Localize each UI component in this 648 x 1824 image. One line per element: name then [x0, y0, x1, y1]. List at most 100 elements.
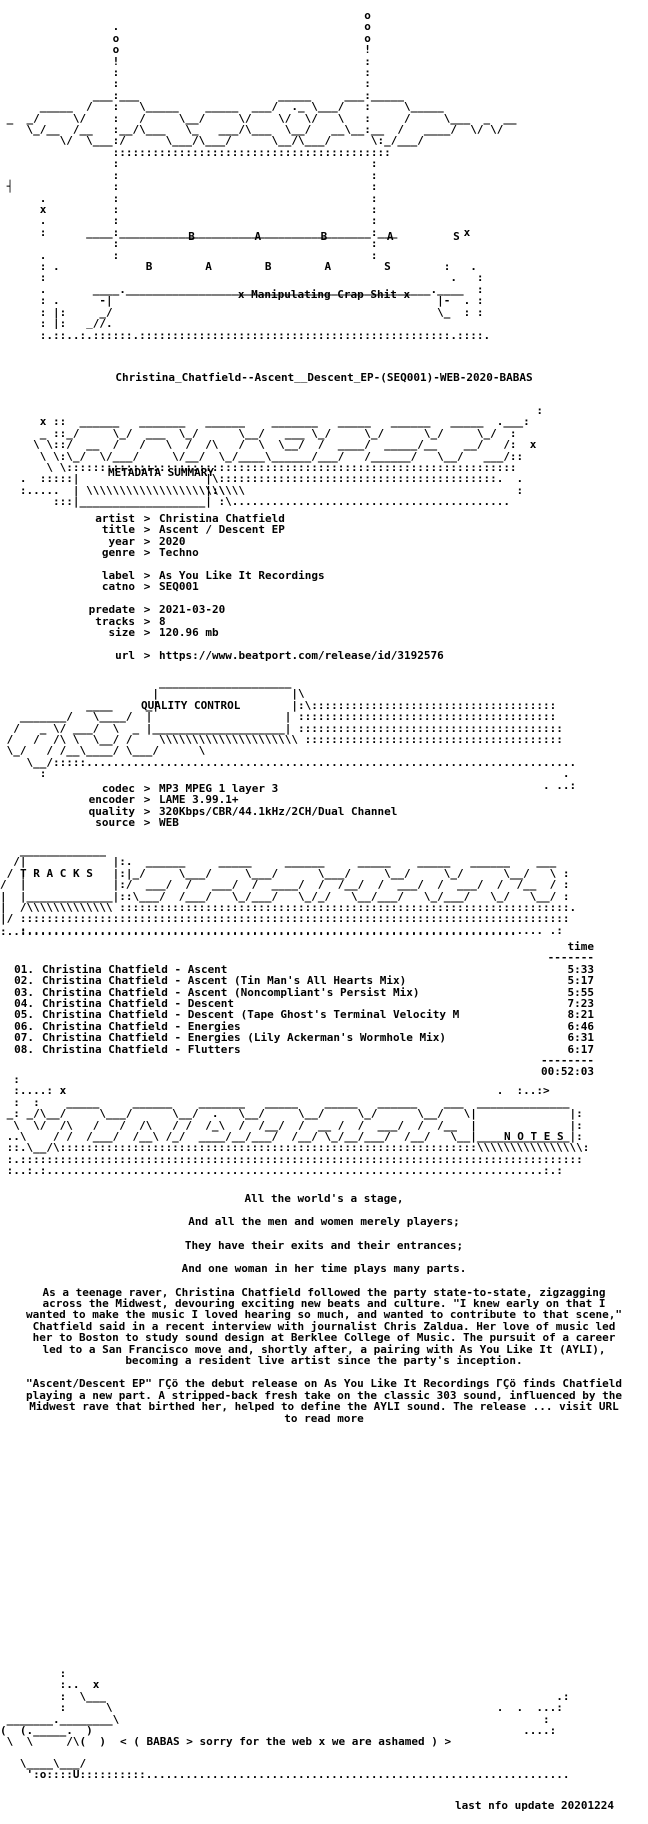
- group-letters: B A B A S: [188, 231, 460, 243]
- metadata-row: catno>SEQ001: [0, 580, 648, 594]
- kv-separator: >: [143, 648, 151, 662]
- track-row: 06. Christina Chatfield - Energies 6:46: [0, 1019, 648, 1033]
- notes-body: All the world's a stage, And all the men…: [0, 1193, 648, 1424]
- quality-row: source > WEB: [0, 816, 648, 830]
- metadata-row-key: label: [101, 569, 135, 583]
- quality-list: codec > MP3 MPEG 1 layer 3 encoder > LAME 3.9…: [0, 783, 648, 829]
- quality-row-value: MP3 MPEG 1 layer 3: [159, 782, 279, 795]
- notes-ascii-banner: : :....: x . :..:> : : _____ ______ ____…: [6, 1074, 590, 1177]
- metadata-row: title > Ascent / Descent EP: [0, 523, 648, 537]
- metadata-row-value: SEQ001: [159, 580, 199, 594]
- tracks-table: time ------- 01.Christina Chatfield - As…: [0, 941, 648, 1078]
- quality-row-value: 320Kbps/CBR/44.1kHz/2CH/Dual Channel: [159, 804, 398, 818]
- metadata-row-value: As You Like It Recordings: [159, 569, 325, 583]
- track-number: 02.: [14, 974, 34, 988]
- poem-line: They have their exits and their entrance…: [184, 1238, 464, 1252]
- track-number: 06.: [14, 1019, 34, 1033]
- total-time: 00:52:03: [541, 1065, 594, 1079]
- kv-separator: >: [143, 546, 151, 560]
- track-time: 5:17: [567, 974, 595, 988]
- metadata-row-key: url: [115, 648, 135, 662]
- logo-frame-bottom: :.::..:.::::::.:::::::::::::::::::::::::…: [0, 330, 491, 342]
- kv-separator: >: [143, 782, 151, 795]
- quality-row: codec > MP3 MPEG 1 layer 3: [0, 782, 648, 795]
- quality-row-key: encoder: [88, 793, 135, 807]
- poem-line: And all the men and women merely players…: [188, 1215, 460, 1229]
- metadata-row-key: size: [108, 626, 136, 640]
- poem-line: All the world's a stage,: [244, 1192, 404, 1205]
- notes-section-title: N O T E S: [504, 1131, 564, 1143]
- metadata-row: predate >2021-03-20: [0, 603, 648, 617]
- track-row: 03.Christina Chatfield - Ascent (Noncomp…: [0, 985, 648, 999]
- tracks-section-title: T R A C K S: [20, 868, 93, 880]
- kv-separator: >: [143, 804, 151, 818]
- metadata-row-value: 120.96 mb: [159, 626, 219, 640]
- track-number: 07.: [14, 1031, 34, 1045]
- metadata-row: genre>Techno: [0, 546, 648, 560]
- release-name: Christina_Chatfield--Ascent__Descent_EP-…: [115, 372, 533, 384]
- metadata-row-value: 2021-03-20: [159, 603, 226, 617]
- footer-ascii-base: \____\___/ ':o::::U::::::::::...........…: [19, 1758, 570, 1781]
- quality-row-value: LAME 3.99.1+: [159, 793, 239, 807]
- quality-row-key: source: [95, 816, 135, 830]
- track-name: Christina Chatfield - Descent (Tape Ghos…: [42, 1009, 460, 1021]
- kv-separator: >: [143, 793, 151, 807]
- track-row: 08. Christina Chatfield - Flutters 6:17: [0, 1042, 648, 1056]
- kv-separator: >: [143, 626, 151, 640]
- metadata-row: artist > Christina Chatfield: [0, 512, 648, 525]
- metadata-section-title: METADATA SUMMARY: [108, 467, 214, 479]
- quality-row: encoder > LAME 3.99.1+: [0, 793, 648, 807]
- metadata-row: size >120.96 mb: [0, 626, 648, 640]
- quality-row: quality >320Kbps/CBR/44.1kHz/2CH/Dual Cha…: [0, 804, 648, 818]
- track-time: 5:55: [567, 985, 595, 999]
- track-time: 8:21: [567, 1008, 595, 1022]
- metadata-banner-shadow: \\\\\\\\\\\\\\\\\\\\\\\\: [0, 485, 246, 497]
- track-time: 6:17: [567, 1042, 595, 1056]
- metadata-ascii-banner: : x :: ______ _______ ______ _______ ___…: [19, 405, 544, 508]
- poem-line: And one woman in her time plays many par…: [181, 1262, 467, 1276]
- kv-separator: >: [143, 512, 151, 525]
- kv-separator: >: [143, 816, 151, 830]
- metadata-row-key: artist: [95, 512, 135, 525]
- kv-separator: >: [143, 523, 151, 537]
- track-name: Christina Chatfield - Ascent (Noncomplia…: [42, 986, 420, 999]
- metadata-row-value: Christina Chatfield: [159, 512, 285, 525]
- track-name: Christina Chatfield - Energies: [42, 1020, 241, 1033]
- metadata-row-value[interactable]: https://www.beatport.com/release/id/3192…: [159, 648, 444, 662]
- metadata-row: tracks >8: [0, 614, 648, 628]
- metadata-row-value: 2020: [159, 534, 186, 548]
- notes-paragraph-1: As a teenage raver, Christina Chatfield …: [25, 1285, 623, 1368]
- track-row: 05.Christina Chatfield - Descent (Tape G…: [0, 1008, 648, 1022]
- kv-separator: >: [143, 614, 151, 628]
- tracks-dotted-divider: :..:....................................…: [0, 926, 517, 938]
- track-name: Christina Chatfield - Ascent: [42, 963, 228, 976]
- metadata-row-key: tracks: [95, 614, 135, 628]
- track-name: Christina Chatfield - Flutters: [42, 1043, 241, 1056]
- metadata-row-key: year: [108, 534, 136, 548]
- kv-separator: >: [143, 603, 151, 617]
- tracks-ascii-banner: _____________ /| |:. ______ _____ ______…: [0, 845, 577, 937]
- track-time: 6:46: [567, 1019, 595, 1033]
- quality-section-title: QUALITY CONTROL: [141, 700, 241, 712]
- quality-row-key: codec: [101, 782, 135, 795]
- quality-row-key: quality: [88, 804, 135, 818]
- metadata-row-value: 8: [159, 614, 166, 628]
- metadata-row-key: predate: [88, 603, 135, 617]
- track-name: Christina Chatfield - Descent: [42, 998, 235, 1010]
- metadata-row-key: title: [101, 523, 135, 537]
- notes-paragraph-2: "Ascent/Descent EP" ΓÇö the debut releas…: [25, 1377, 623, 1425]
- tracks-time-header: time: [567, 940, 595, 953]
- metadata-row: label>As You Like It Recordings: [0, 569, 648, 583]
- metadata-row-value: Ascent / Descent EP: [159, 523, 285, 537]
- kv-separator: >: [143, 580, 151, 594]
- track-time: 6:31: [567, 1031, 595, 1045]
- quality-ascii-banner: ____________________ | |\ ____ _| |:\:::…: [6, 677, 577, 792]
- metadata-row-key: genre: [101, 546, 135, 560]
- track-time: 5:33: [567, 962, 595, 976]
- quality-row-value: WEB: [159, 816, 179, 830]
- babas-ascii-logo: o . o o o o ! !: [6, 10, 517, 330]
- track-number: 08.: [14, 1042, 34, 1056]
